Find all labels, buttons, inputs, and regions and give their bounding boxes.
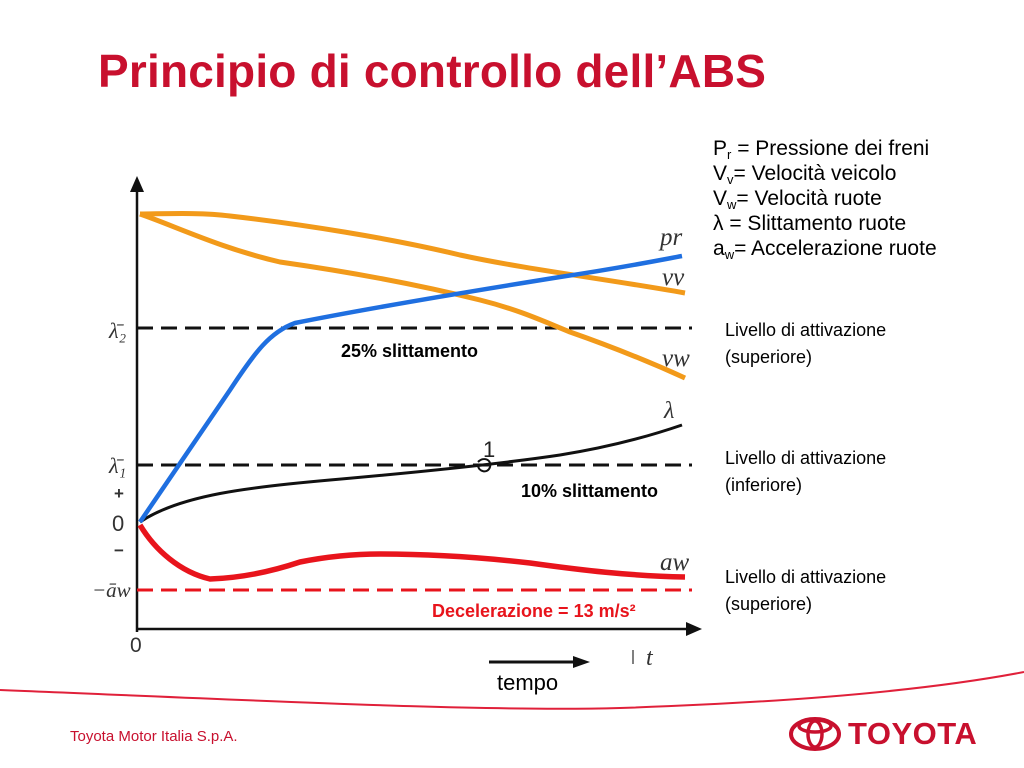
curve-label-pr: pr <box>658 224 683 251</box>
curve-label-lambda: λ <box>663 398 674 424</box>
level-label-line: (inferiore) <box>725 475 803 495</box>
marker-label-1: 1 <box>483 437 495 462</box>
loop-marker <box>477 458 492 473</box>
legend-subscript: r <box>727 147 732 162</box>
footer-swoosh <box>0 671 1024 710</box>
legend-symbol: P <box>713 137 728 160</box>
x-axis-label: t <box>646 645 654 671</box>
curve-label-aw: aw <box>660 549 690 576</box>
tick-plus: + <box>114 484 124 503</box>
y-axis-arrow <box>130 176 144 192</box>
legend-symbol: V <box>713 187 728 210</box>
level-label-line: Livello di attivazione <box>725 567 887 587</box>
legend-item-pr: Pr = Pressione dei freni <box>713 136 1013 161</box>
legend-item-vv: Vv= Velocità veicolo <box>713 161 1013 186</box>
curve-label-vw: vw <box>662 345 690 372</box>
level-label-line: Livello di attivazione <box>725 448 887 468</box>
brand-name: TOYOTA <box>848 716 978 751</box>
slip-10-label: 10% slittamento <box>521 481 658 501</box>
legend-text: = Pressione dei freni <box>731 137 930 160</box>
level-label-line: Livello di attivazione <box>725 320 887 340</box>
activation-level-decel-label: Livello di attivazione (superiore) <box>725 564 1015 618</box>
legend-text: = Velocità ruote <box>736 187 882 210</box>
time-arrow-head <box>573 656 590 668</box>
level-label-line: (superiore) <box>725 594 813 614</box>
toyota-logo-icon <box>789 717 841 751</box>
legend-subscript: w <box>727 197 737 212</box>
level-label-line: (superiore) <box>725 347 813 367</box>
tick-minus: − <box>114 541 124 560</box>
toyota-brand: TOYOTA <box>788 714 977 754</box>
legend-symbol: a <box>713 237 725 260</box>
activation-level-lower-label: Livello di attivazione (inferiore) <box>725 445 1015 499</box>
brake-pressure-curve-pr <box>138 253 683 524</box>
activation-level-upper-label: Livello di attivazione (superiore) <box>725 317 1015 371</box>
time-label: tempo <box>497 670 558 695</box>
legend-subscript: w <box>724 247 735 262</box>
legend-symbol: λ <box>713 212 724 235</box>
legend-item-aw: aw= Accelerazione ruote <box>713 236 1013 261</box>
vehicle-speed-curve-vv <box>139 211 686 296</box>
slip-25-label: 25% slittamento <box>341 341 478 361</box>
legend-text: = Velocità veicolo <box>733 162 897 185</box>
tick-zero: 0 <box>112 511 124 536</box>
deceleration-label: Decelerazione = 13 m/s² <box>432 601 636 621</box>
legend-item-lambda: λ = Slittamento ruote <box>713 211 1013 236</box>
slip-curve-lambda <box>139 423 683 524</box>
wheel-acceleration-curve-aw <box>137 523 686 582</box>
legend-symbol: V <box>713 162 728 185</box>
legend-text: = Slittamento ruote <box>723 212 907 235</box>
slide-title: Principio di controllo dell’ABS <box>98 45 767 97</box>
legend-item-vw: Vw= Velocità ruote <box>713 186 1013 211</box>
x-axis-arrow <box>686 622 702 636</box>
footer-company: Toyota Motor Italia S.p.A. <box>70 728 238 745</box>
x-origin-label: 0 <box>130 634 142 657</box>
legend: Pr = Pressione dei freni Vv= Velocità ve… <box>713 136 1013 261</box>
legend-subscript: v <box>727 172 734 187</box>
tick-lambda2: λ̄₂ <box>108 318 127 343</box>
legend-text: = Accelerazione ruote <box>734 237 937 260</box>
curve-label-vv: vv <box>662 264 685 291</box>
tick-aw: −āw <box>92 578 131 602</box>
tick-lambda1: λ̄₁ <box>108 453 126 478</box>
